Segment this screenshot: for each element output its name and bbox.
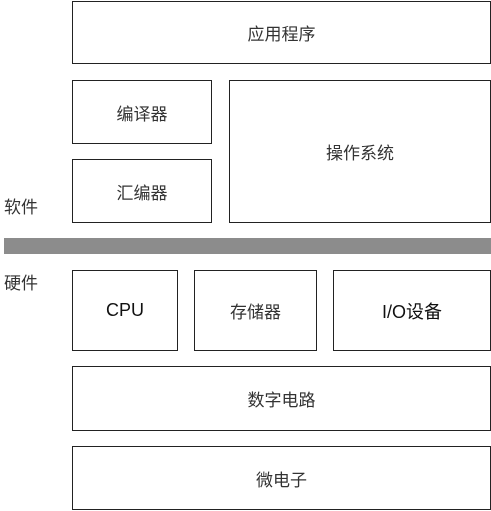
microelectronics-label: 微电子 — [256, 470, 307, 491]
microelectronics-box: 微电子 — [72, 446, 491, 510]
assembler-box: 汇编器 — [72, 159, 212, 223]
digital-circuits-label: 数字电路 — [247, 391, 316, 411]
application-label: 应用程序 — [247, 25, 316, 45]
digital-circuits-box: 数字电路 — [72, 366, 491, 431]
hardware-label: 硬件 — [4, 274, 38, 294]
cpu-box: CPU — [72, 270, 178, 351]
compiler-box: 编译器 — [72, 80, 212, 144]
software-hardware-divider — [4, 238, 491, 254]
assembler-label: 汇编器 — [116, 183, 168, 204]
memory-box: 存储器 — [194, 270, 317, 351]
io-devices-label: I/O设备 — [381, 301, 442, 322]
operating-system-box: 操作系统 — [229, 80, 491, 223]
software-label: 软件 — [4, 198, 38, 218]
io-devices-box: I/O设备 — [333, 270, 491, 351]
application-box: 应用程序 — [72, 1, 491, 64]
cpu-label: CPU — [105, 300, 144, 320]
operating-system-label: 操作系统 — [326, 144, 394, 164]
memory-label: 存储器 — [230, 303, 281, 323]
compiler-label: 编译器 — [116, 104, 168, 125]
